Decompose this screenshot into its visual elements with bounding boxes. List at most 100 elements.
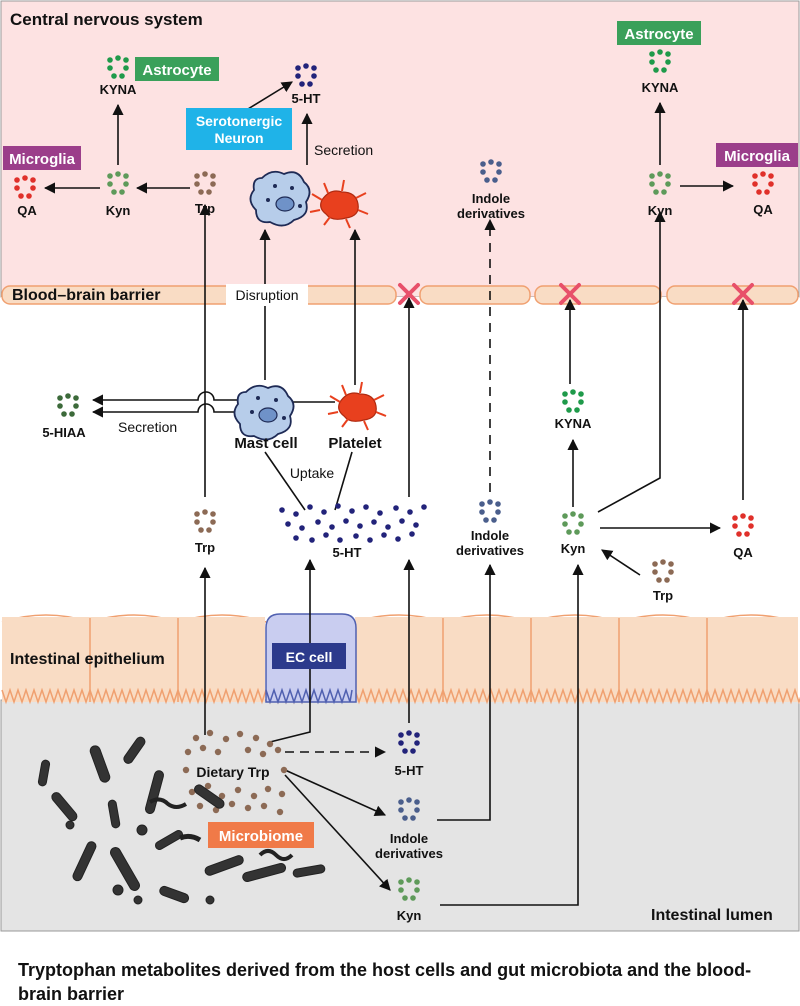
figure-caption: Tryptophan metabolites derived from the …	[18, 960, 752, 1004]
microglia-box-right: Microglia	[716, 143, 798, 167]
indole-cns-label-2: derivatives	[457, 206, 525, 221]
5ht-blood-label: 5-HT	[333, 545, 362, 560]
cns-region	[0, 0, 800, 298]
5ht-cns-dots	[295, 63, 317, 87]
arrow-kyn-blood-to-cns	[597, 210, 666, 513]
block-marks	[398, 283, 754, 305]
indole-gut-label-1: Indole	[390, 831, 428, 846]
dot-clusters	[14, 49, 774, 901]
ec-cell-label: EC cell	[286, 649, 333, 665]
uptake-label: Uptake	[290, 465, 335, 481]
disruption-label: Disruption	[235, 287, 298, 303]
platelet-cns	[309, 179, 369, 229]
microglia-left-label: Microglia	[9, 151, 76, 168]
arrow-secretion-5hiaa-top	[91, 391, 240, 406]
line-uptake-platelet	[334, 451, 353, 511]
arrow-ec-to-5ht	[269, 558, 316, 743]
trp-cns-label: Trp	[195, 201, 215, 216]
astrocyte-box-right: Astrocyte	[617, 21, 701, 45]
qa-right-label: QA	[753, 202, 773, 217]
kyna-blood-dots	[562, 389, 584, 413]
kyn-cns-left-dots	[107, 171, 129, 195]
indole-cns-label-1: Indole	[472, 191, 510, 206]
indole-gut-dots	[398, 797, 420, 821]
kyna-left-label: KYNA	[100, 82, 137, 97]
block-x-icon	[559, 283, 581, 305]
5ht-gut-dots	[398, 730, 420, 754]
microglia-box-left: Microglia	[3, 146, 81, 170]
5hiaa-label: 5-HIAA	[42, 425, 86, 440]
arrow-secretion-5hiaa-bottom	[91, 403, 240, 418]
indole-blood-label-2: derivatives	[456, 543, 524, 558]
indole-blood-dots	[479, 499, 501, 523]
kyna-blood-label: KYNA	[555, 416, 592, 431]
line-uptake-mast	[264, 451, 306, 511]
arrow-trp-to-kyn-blood	[601, 549, 641, 576]
trp-blood-dots	[194, 509, 216, 533]
secretion-blood-label: Secretion	[118, 419, 177, 435]
block-x-icon	[398, 283, 420, 305]
cns-title: Central nervous system	[10, 10, 203, 29]
blood-labels: 5-HIAA Secretion Mast cell Platelet Upta…	[42, 416, 753, 603]
microbiome-bacteria	[37, 736, 326, 905]
mast-cell-cns	[249, 170, 311, 227]
arrow-gut-indole-to-blood	[437, 563, 496, 821]
5ht-blood-dots	[279, 503, 427, 543]
indole-gut-label-2: derivatives	[375, 846, 443, 861]
cns-labels: KYNA QA Kyn Trp 5-HT Secretion Indole de…	[17, 80, 773, 221]
kyna-right-label: KYNA	[642, 80, 679, 95]
astrocyte-box-left: Astrocyte	[135, 57, 219, 81]
trp-blood-right-dots	[652, 559, 674, 583]
disruption-box: Disruption	[226, 284, 308, 306]
dietary-trp-label: Dietary Trp	[196, 764, 269, 780]
kyn-gut-dots	[398, 877, 420, 901]
5ht-cns-label: 5-HT	[292, 91, 321, 106]
qa-blood-label: QA	[733, 545, 753, 560]
lumen-label: Intestinal lumen	[651, 907, 773, 924]
arrow-gut-kyn-to-blood	[440, 563, 584, 906]
trp-blood-right-label: Trp	[653, 588, 673, 603]
ec-cell-box: EC cell	[272, 643, 346, 669]
qa-left-label: QA	[17, 203, 37, 218]
kyn-gut-label: Kyn	[397, 908, 422, 923]
mast-cell-blood	[233, 384, 295, 441]
kyn-right-label: Kyn	[648, 203, 673, 218]
platelet-label: Platelet	[328, 435, 381, 452]
block-x-icon	[732, 283, 754, 305]
platelet-blood	[327, 381, 387, 431]
secretion-cns-label: Secretion	[314, 142, 373, 158]
qa-cns-left-dots	[14, 175, 36, 199]
astrocyte-left-label: Astrocyte	[142, 62, 211, 79]
microbiome-box: Microbiome	[208, 822, 314, 848]
serotonergic-label-1: Serotonergic	[196, 113, 283, 129]
astrocyte-right-label: Astrocyte	[624, 26, 693, 43]
trp-cns-dots	[194, 171, 216, 195]
kyn-cns-right-dots	[649, 171, 671, 195]
kyn-left-label: Kyn	[106, 203, 131, 218]
arrows	[43, 81, 749, 906]
indole-blood-label-1: Indole	[471, 528, 509, 543]
mast-cell-label: Mast cell	[234, 435, 297, 452]
indole-cns-dots	[480, 159, 502, 183]
serotonergic-label-2: Neuron	[215, 130, 264, 146]
dietary-trp-dots	[182, 729, 288, 816]
bbb-label: Blood–brain barrier	[12, 287, 160, 304]
gut-labels: Dietary Trp 5-HT Indole derivatives Kyn	[196, 763, 443, 923]
kyna-cns-left-dots	[107, 55, 129, 79]
kyn-blood-label: Kyn	[561, 541, 586, 556]
arrow-dietary-to-indole	[284, 769, 387, 816]
arrow-neuron-to-5ht	[242, 81, 293, 113]
kyna-cns-right-dots	[649, 49, 671, 73]
kyn-blood-dots	[562, 511, 584, 535]
epithelium-label: Intestinal epithelium	[10, 651, 165, 668]
microglia-right-label: Microglia	[724, 148, 791, 165]
microbiome-label: Microbiome	[219, 828, 303, 845]
hiaa-dots	[57, 393, 79, 417]
qa-cns-right-dots	[752, 171, 774, 195]
arrow-dietary-to-kyn	[284, 774, 391, 891]
intestinal-epithelium	[1, 614, 800, 705]
qa-blood-dots	[732, 513, 754, 537]
trp-blood-label: Trp	[195, 540, 215, 555]
5ht-gut-label: 5-HT	[395, 763, 424, 778]
